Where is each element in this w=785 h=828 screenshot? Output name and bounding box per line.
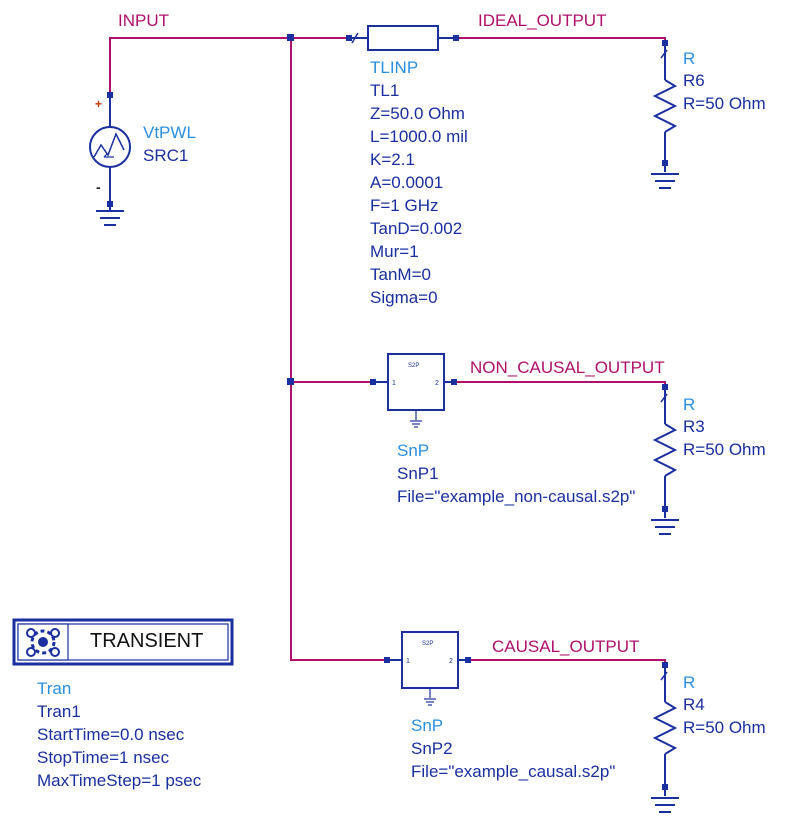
tline-param: L=1000.0 mil (370, 127, 468, 146)
resistor-r6[interactable] (651, 40, 679, 189)
wire-non-causal-output[interactable] (456, 381, 666, 386)
resistor-icon (652, 79, 678, 133)
r3-type-label: R (683, 395, 695, 414)
snp1-block[interactable]: S2P 1 2 (370, 353, 457, 428)
ground-icon (424, 698, 436, 706)
ground-icon (410, 420, 422, 428)
source-src1[interactable]: + - (89, 92, 131, 226)
snp1-file-label: File="example_non-causal.s2p" (397, 487, 635, 506)
tline-param: Mur=1 (370, 242, 419, 261)
net-label-non-causal-output: NON_CAUSAL_OUTPUT (470, 358, 665, 377)
tline-name-label: TL1 (370, 81, 399, 100)
junction-dot (287, 378, 294, 385)
source-type-label: VtPWL (143, 123, 196, 142)
source-plus-sign: + (95, 97, 102, 111)
tline-body (367, 25, 439, 51)
tline-param: F=1 GHz (370, 196, 439, 215)
snp2-body (401, 631, 459, 689)
transient-type-label: Tran (37, 679, 71, 698)
tline-param: Z=50.0 Ohm (370, 104, 465, 123)
tline-param: A=0.0001 (370, 173, 443, 192)
r4-value-label: R=50 Ohm (683, 718, 766, 737)
r4-type-label: R (683, 673, 695, 692)
net-label-ideal-output: IDEAL_OUTPUT (478, 11, 606, 30)
ground-icon (96, 210, 124, 226)
r4-name-label: R4 (683, 695, 705, 714)
tline-param: K=2.1 (370, 150, 415, 169)
wire-input-top[interactable] (109, 37, 346, 94)
transient-param: StopTime=1 nsec (37, 748, 170, 767)
pwl-voltage-source-icon (89, 126, 131, 168)
tline-param: Sigma=0 (370, 288, 438, 307)
snp1-pin1-label: 1 (392, 380, 396, 387)
source-name-label: SRC1 (143, 146, 188, 165)
r6-type-label: R (683, 49, 695, 68)
gear-cluster-icon (26, 628, 60, 657)
snp1-pin2-label: 2 (435, 380, 439, 387)
snp2-pin2-label: 2 (449, 658, 453, 665)
snp2-name-label: SnP2 (411, 739, 453, 758)
ground-icon (651, 519, 679, 535)
tline-param: TanD=0.002 (370, 219, 462, 238)
r3-value-label: R=50 Ohm (683, 440, 766, 459)
transient-param: MaxTimeStep=1 psec (37, 771, 202, 790)
r6-name-label: R6 (683, 71, 705, 90)
resistor-r4[interactable] (651, 662, 679, 813)
wire-ideal-output[interactable] (458, 37, 666, 42)
wires (109, 37, 666, 664)
tline-params: Z=50.0 Ohm L=1000.0 mil K=2.1 A=0.0001 F… (370, 104, 468, 307)
tline-param: TanM=0 (370, 265, 431, 284)
resistor-icon (652, 701, 678, 755)
tline-type-label: TLINP (370, 58, 418, 77)
snp2-file-label: File="example_causal.s2p" (411, 762, 615, 781)
wire-causal-output[interactable] (470, 659, 666, 664)
transient-param: StartTime=0.0 nsec (37, 725, 185, 744)
snp2-type-label: SnP (411, 716, 443, 735)
snp2-pin1-label: 1 (406, 658, 410, 665)
snp1-block-label: S2P (408, 363, 419, 369)
r3-name-label: R3 (683, 417, 705, 436)
net-label-causal-output: CAUSAL_OUTPUT (492, 637, 639, 656)
snp1-type-label: SnP (397, 441, 429, 460)
net-label-input: INPUT (118, 11, 169, 30)
source-minus-sign: - (96, 179, 101, 195)
snp1-name-label: SnP1 (397, 464, 439, 483)
wire-trunk[interactable] (290, 38, 386, 661)
ground-icon (651, 797, 679, 813)
transient-name-label: Tran1 (37, 702, 81, 721)
snp2-block-label: S2P (422, 641, 433, 647)
tline-tl1[interactable] (346, 25, 459, 51)
resistor-icon (652, 423, 678, 477)
r6-value-label: R=50 Ohm (683, 94, 766, 113)
transient-title: TRANSIENT (90, 630, 203, 652)
transient-controller[interactable]: TRANSIENT (12, 618, 234, 666)
ground-icon (651, 173, 679, 189)
snp2-block[interactable]: S2P 1 2 (384, 631, 471, 706)
junction-dot (287, 34, 294, 41)
resistor-r3[interactable] (651, 384, 679, 535)
